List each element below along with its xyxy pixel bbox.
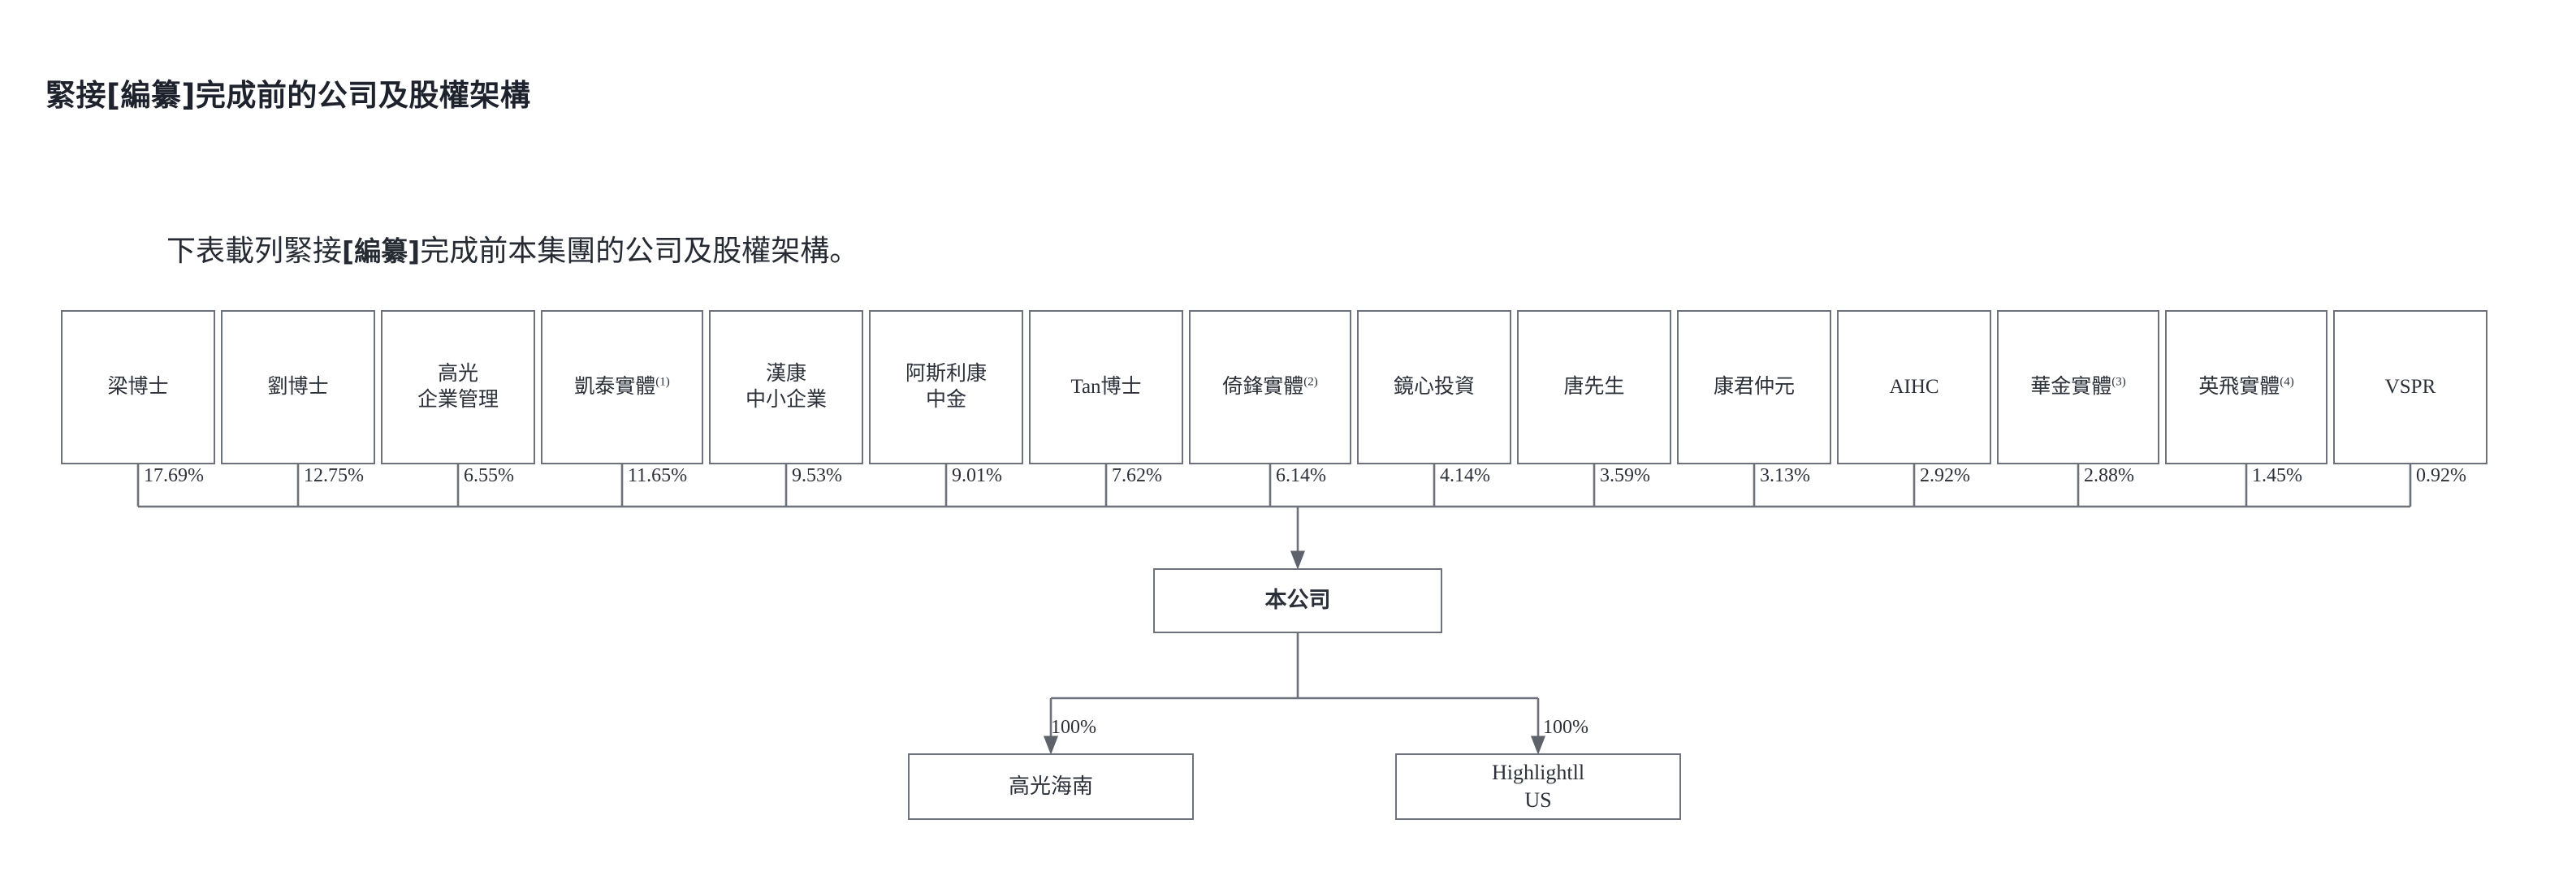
shareholder-percentage-label: 11.65% <box>628 465 688 486</box>
subsidiary-percentage-label: 100% <box>1051 717 1096 738</box>
shareholder-footnote-marker: (3) <box>2111 375 2126 389</box>
shareholder-box[interactable]: 梁博士 <box>61 310 215 464</box>
shareholder-percentage-label: 6.14% <box>1276 465 1326 486</box>
shareholder-box-label: 英飛實體(4) <box>2198 375 2294 398</box>
subsidiary-box-highlight-hainan[interactable]: 高光海南 <box>908 753 1194 820</box>
shareholder-box[interactable]: AIHC <box>1837 310 1991 464</box>
shareholder-box[interactable]: 康君仲元 <box>1677 310 1831 464</box>
subsidiary-percentage-label: 100% <box>1543 717 1588 738</box>
intro-text-before: 下表載列緊接 <box>166 235 343 267</box>
shareholder-box-label: 劉博士 <box>267 376 329 398</box>
shareholder-box[interactable]: 唐先生 <box>1517 310 1671 464</box>
intro-text-emphasis: [編纂] <box>342 235 421 267</box>
shareholder-box-label: AIHC <box>1889 376 1939 398</box>
shareholder-box-label: 華金實體(3) <box>2030 375 2126 398</box>
shareholder-box-label: 倚鋒實體(2) <box>1222 375 1318 398</box>
shareholder-percentage-label: 6.55% <box>464 465 514 486</box>
subsidiary-box-label: 高光海南 <box>1008 774 1093 799</box>
subsidiary-box-label: Highlightll US <box>1491 761 1585 812</box>
shareholder-percentage-label: 3.59% <box>1600 465 1650 486</box>
shareholder-box-label: 康君仲元 <box>1713 376 1795 398</box>
shareholder-percentage-label: 7.62% <box>1112 465 1162 486</box>
shareholder-box-label: 阿斯利康 中金 <box>905 363 987 411</box>
subsidiary-box-highlightll-us[interactable]: Highlightll US <box>1395 753 1681 820</box>
shareholder-box-label: 漢康 中小企業 <box>745 363 827 411</box>
shareholder-percentage-label: 1.45% <box>2252 465 2302 486</box>
shareholder-box-label: VSPR <box>2384 376 2436 398</box>
page-title: 緊接[編纂]完成前的公司及股權架構 <box>45 77 531 113</box>
shareholder-percentage-label: 2.88% <box>2084 465 2134 486</box>
company-box[interactable]: 本公司 <box>1153 568 1442 633</box>
shareholder-box[interactable]: 鏡心投資 <box>1357 310 1511 464</box>
shareholder-box-label: 梁博士 <box>107 376 169 398</box>
shareholder-percentage-label: 12.75% <box>304 465 364 486</box>
shareholder-percentage-label: 3.13% <box>1760 465 1810 486</box>
company-box-label: 本公司 <box>1264 587 1331 613</box>
shareholder-box[interactable]: VSPR <box>2333 310 2487 464</box>
shareholder-percentage-label: 2.92% <box>1920 465 1970 486</box>
shareholder-percentage-label: 17.69% <box>144 465 204 486</box>
shareholder-footnote-marker: (4) <box>2280 375 2294 389</box>
shareholder-box-label: 凱泰實體(1) <box>574 375 670 398</box>
shareholder-box-label: 高光 企業管理 <box>417 363 499 411</box>
shareholder-box[interactable]: 華金實體(3) <box>1997 310 2159 464</box>
shareholder-footnote-marker: (1) <box>655 375 670 389</box>
shareholder-percentage-label: 4.14% <box>1440 465 1490 486</box>
shareholder-box[interactable]: 阿斯利康 中金 <box>869 310 1023 464</box>
shareholder-box[interactable]: 劉博士 <box>221 310 375 464</box>
shareholder-box[interactable]: 英飛實體(4) <box>2165 310 2327 464</box>
intro-text-after: 完成前本集團的公司及股權架構。 <box>420 235 859 267</box>
shareholder-box[interactable]: 倚鋒實體(2) <box>1189 310 1351 464</box>
shareholder-box-label: 唐先生 <box>1563 376 1625 398</box>
shareholder-box-label: 鏡心投資 <box>1393 376 1475 398</box>
shareholder-footnote-marker: (2) <box>1303 375 1318 389</box>
shareholder-box[interactable]: 高光 企業管理 <box>381 310 535 464</box>
shareholder-percentage-label: 0.92% <box>2416 465 2466 486</box>
shareholder-box[interactable]: 凱泰實體(1) <box>541 310 703 464</box>
shareholder-box[interactable]: 漢康 中小企業 <box>709 310 863 464</box>
shareholder-percentage-label: 9.01% <box>952 465 1002 486</box>
shareholder-box[interactable]: Tan博士 <box>1029 310 1183 464</box>
shareholder-box-label: Tan博士 <box>1070 376 1142 398</box>
intro-paragraph: 下表載列緊接[編纂]完成前本集團的公司及股權架構。 <box>166 227 858 270</box>
shareholder-percentage-label: 9.53% <box>792 465 842 486</box>
